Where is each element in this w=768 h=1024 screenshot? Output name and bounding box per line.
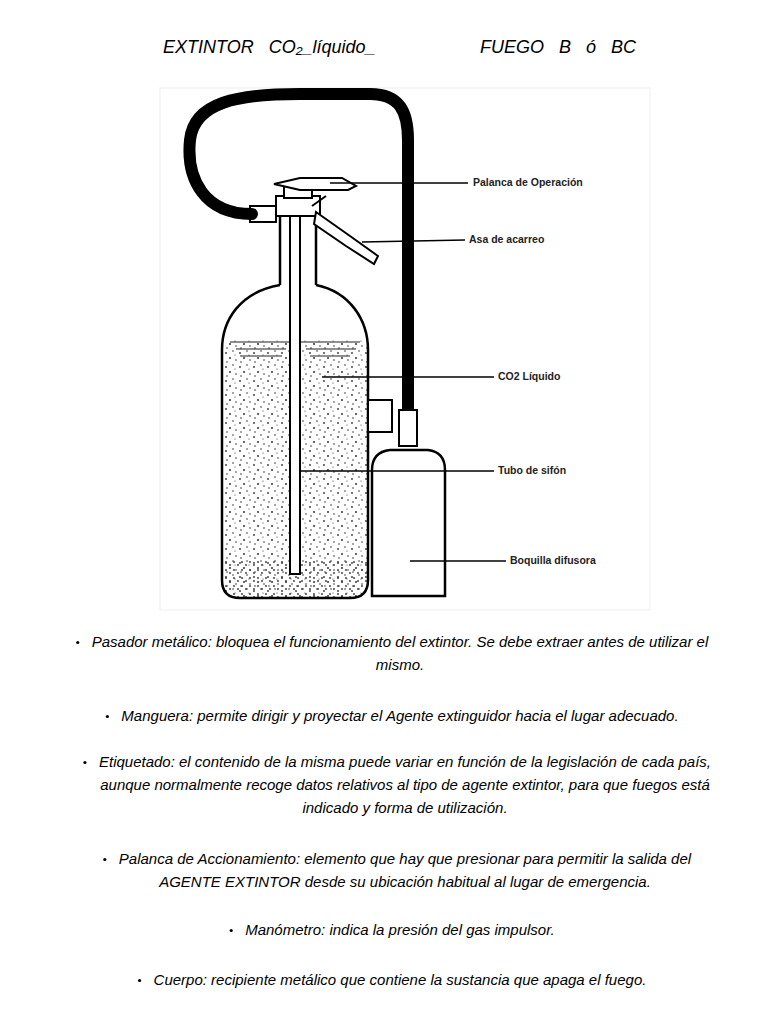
bullet-dot xyxy=(138,979,141,982)
bullet-note: Cuerpo: recipiente metálico que contiene… xyxy=(80,968,720,991)
bullet-note: Pasador metálico: bloquea el funcionamie… xyxy=(80,630,720,676)
hose-coupling xyxy=(399,410,417,446)
bullet-text: Manómetro: indica la presión del gas imp… xyxy=(245,921,555,938)
leader-line xyxy=(410,560,506,561)
callout-label: Palanca de Operación xyxy=(473,176,583,188)
bullet-text: Pasador metálico: bloquea el funcionamie… xyxy=(92,633,708,673)
liquid-surface xyxy=(236,348,286,349)
bullet-note: Manómetro: indica la presión del gas imp… xyxy=(80,918,720,941)
title: EXTINTOR CO₂_líquido_ xyxy=(163,37,376,58)
leader-line xyxy=(300,470,494,471)
bullet-text: Etiquetado: el contenido de la misma pue… xyxy=(99,753,711,816)
bullet-text: Palanca de Accionamiento: elemento que h… xyxy=(119,850,691,890)
safety-pin xyxy=(312,196,326,206)
liquid-surface xyxy=(240,356,282,357)
bullet-dot xyxy=(76,641,79,644)
liquid-surface xyxy=(306,348,356,349)
callout-label: Tubo de sifón xyxy=(498,464,566,476)
bullet-dots xyxy=(76,641,233,982)
horn-bracket xyxy=(368,400,392,432)
bullet-dot xyxy=(103,858,106,861)
carry-handle xyxy=(314,212,378,264)
callout-label: Asa de acarreo xyxy=(469,233,544,245)
fire-class: FUEGO B ó BC xyxy=(480,37,636,58)
bullet-dot xyxy=(83,761,86,764)
figure-frame xyxy=(160,88,650,610)
hose xyxy=(189,94,408,412)
bullet-note: Etiquetado: el contenido de la misma pue… xyxy=(95,750,715,819)
bullet-text: Manguera: permite dirigir y proyectar el… xyxy=(121,707,678,724)
bullet-note: Palanca de Accionamiento: elemento que h… xyxy=(95,847,715,893)
siphon-tube xyxy=(290,212,300,574)
leader-line xyxy=(362,240,465,242)
leader-line xyxy=(330,182,468,183)
bullet-text: Cuerpo: recipiente metálico que contiene… xyxy=(154,971,647,988)
leader-line xyxy=(322,376,494,377)
bullet-note: Manguera: permite dirigir y proyectar el… xyxy=(80,704,720,727)
callout-label: CO2 Líquido xyxy=(498,370,560,382)
diffuser-horn xyxy=(372,450,445,596)
bullet-dot xyxy=(230,929,233,932)
operation-lever xyxy=(274,178,356,190)
callout-label: Boquilla difusora xyxy=(510,554,596,566)
liquid-surface xyxy=(310,356,350,357)
bullet-dot xyxy=(106,715,109,718)
